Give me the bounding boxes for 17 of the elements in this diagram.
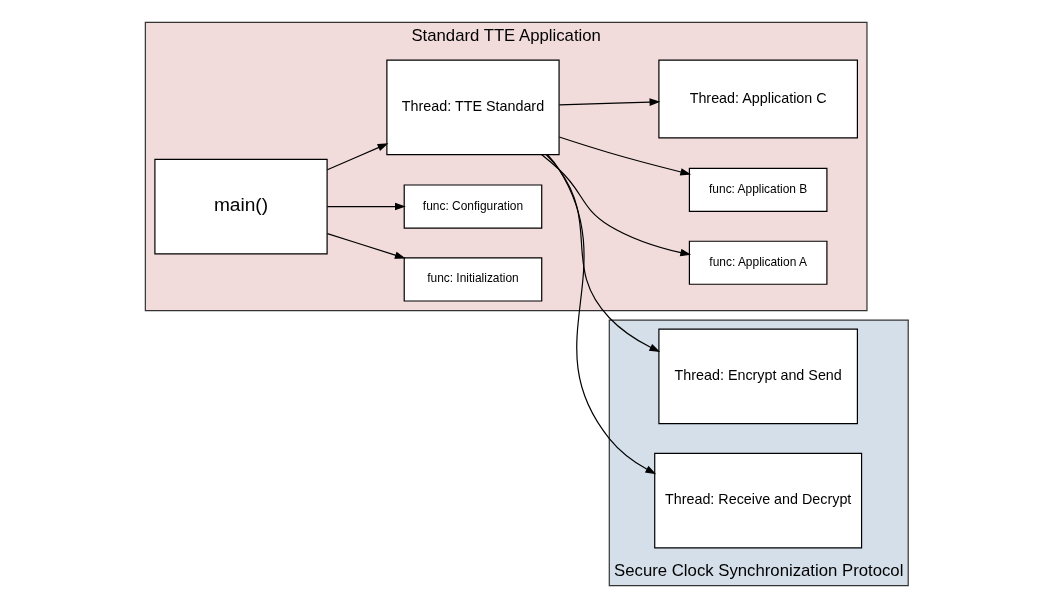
node-box: Thread: TTE Standard bbox=[385, 59, 560, 156]
node-box: main() bbox=[153, 158, 328, 255]
arrow bbox=[540, 153, 691, 257]
arrow bbox=[326, 202, 406, 211]
node-box: Thread: Application C bbox=[657, 59, 858, 139]
node-box: func: Application B bbox=[688, 167, 827, 212]
node-box: Thread: Receive and Decrypt bbox=[653, 452, 862, 549]
node-box: func: Configuration bbox=[403, 184, 542, 229]
arrow bbox=[326, 233, 406, 259]
arrow bbox=[545, 154, 660, 352]
arrow bbox=[558, 98, 660, 106]
arrow bbox=[326, 143, 388, 171]
node-box: func: Application A bbox=[688, 240, 827, 285]
arrow bbox=[558, 136, 691, 176]
node-box: Thread: Encrypt and Send bbox=[657, 328, 858, 425]
arrow bbox=[546, 154, 656, 475]
node-box: func: Initialization bbox=[403, 257, 542, 302]
